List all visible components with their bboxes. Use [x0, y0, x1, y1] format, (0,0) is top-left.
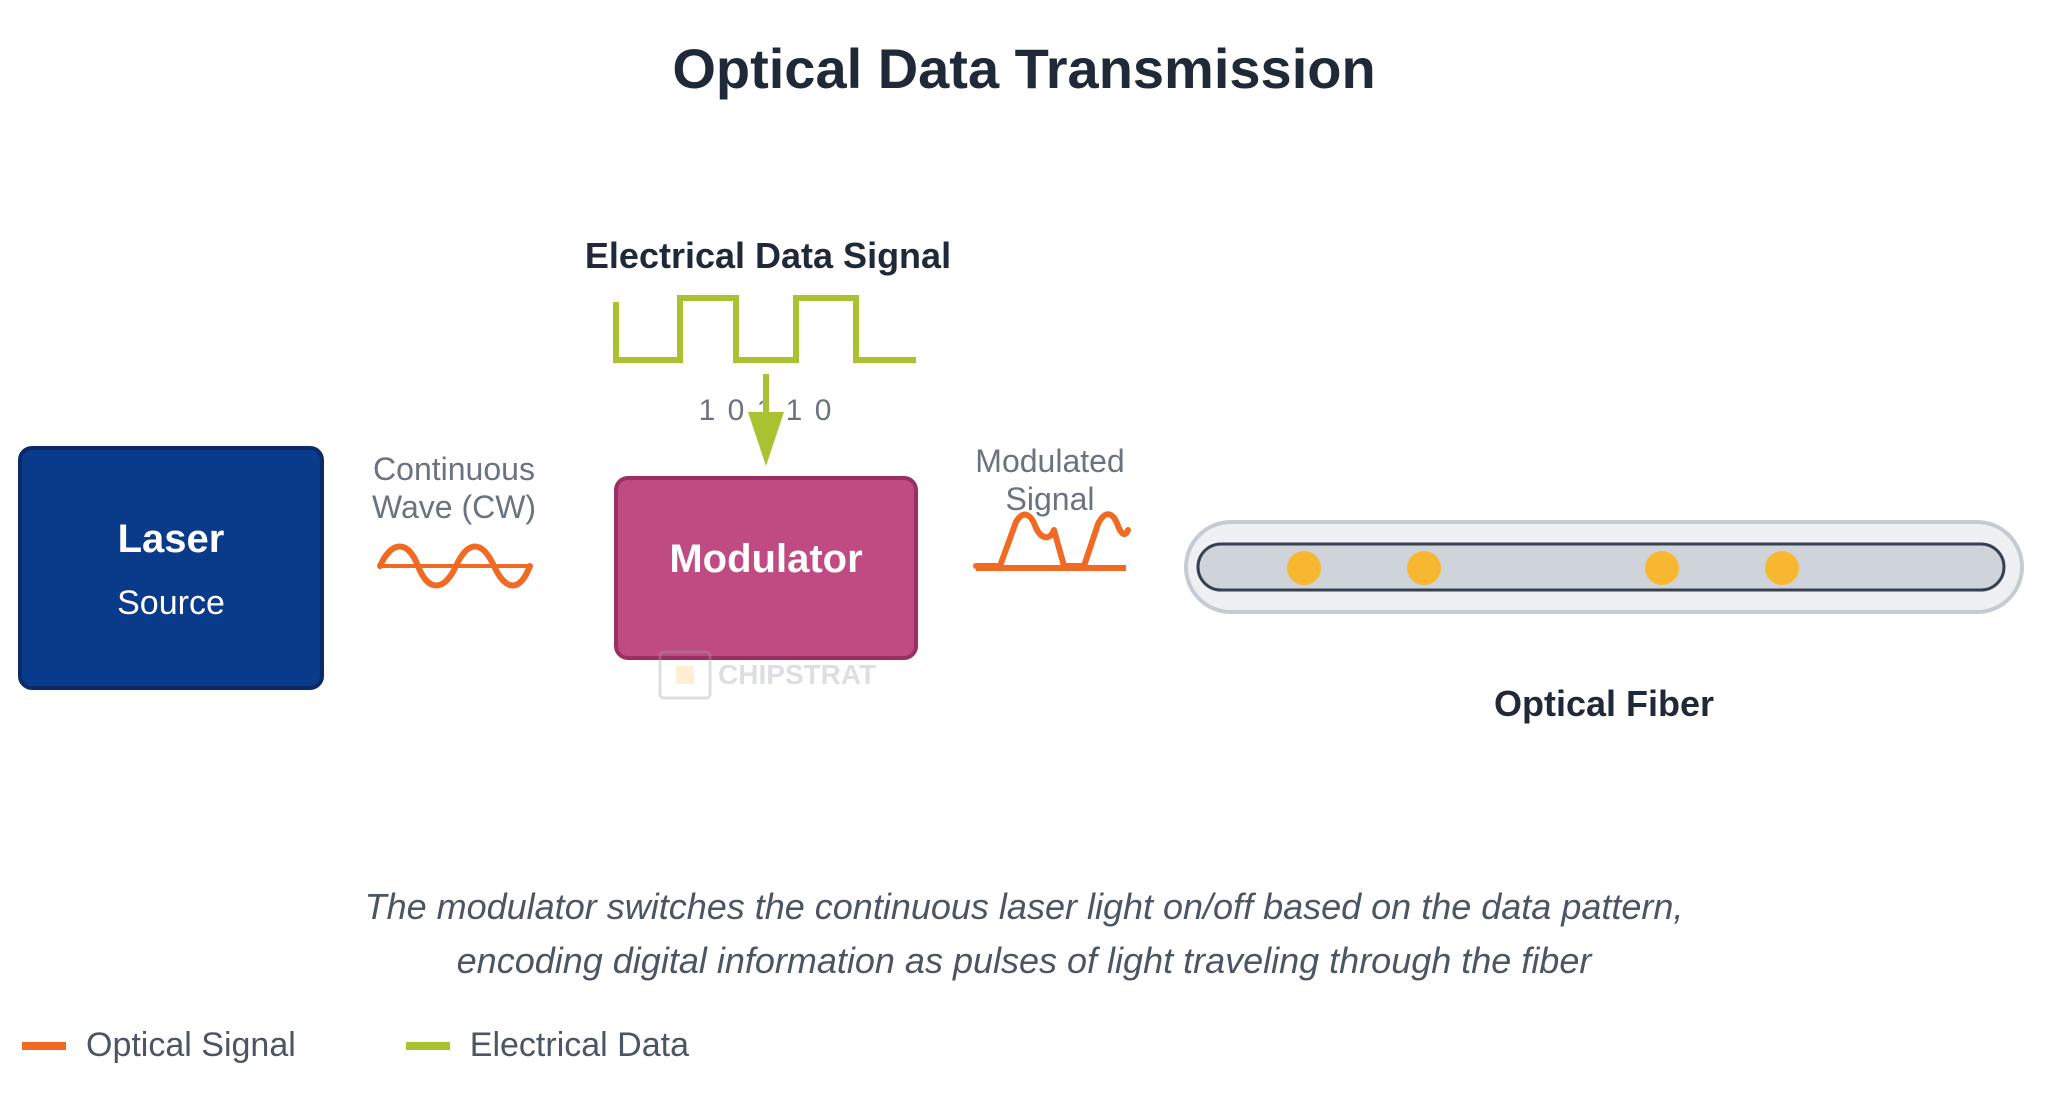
caption-line2: encoding digital information as pulses o…	[456, 940, 1592, 981]
optical-fiber: Optical Fiber	[1184, 520, 2024, 724]
legend-label-optical: Optical Signal	[86, 1026, 296, 1064]
square-wave	[613, 295, 916, 363]
legend: Optical Signal Electrical Data	[22, 1026, 689, 1065]
caption: The modulator switches the continuous la…	[0, 880, 2048, 988]
laser-source-box	[18, 446, 324, 690]
light-pulse	[1407, 551, 1441, 585]
legend-swatch-electrical	[405, 1041, 450, 1050]
electrical-signal-label: Electrical Data Signal	[585, 235, 951, 276]
legend-item-optical: Optical Signal	[22, 1026, 296, 1065]
laser-subtitle: Source	[117, 584, 225, 622]
cw-label-line2: Wave (CW)	[372, 489, 536, 525]
watermark-text: CHIPSTRAT	[718, 659, 876, 690]
modulated-signal: Modulated Signal	[973, 443, 1131, 571]
watermark-chip-icon	[658, 650, 712, 700]
legend-item-electrical: Electrical Data	[405, 1026, 689, 1065]
modulator-box	[614, 476, 918, 660]
continuous-wave: Continuous Wave (CW)	[372, 451, 536, 589]
cw-label-line1: Continuous	[373, 451, 535, 487]
modulated-label-line2: Signal	[1006, 481, 1095, 517]
data-arrow-head	[748, 412, 784, 466]
modulator-title: Modulator	[669, 537, 862, 581]
modulator-node: Modulator	[614, 476, 918, 660]
legend-swatch-optical	[22, 1041, 66, 1050]
light-pulse	[1287, 551, 1321, 585]
fiber-label: Optical Fiber	[1494, 683, 1714, 724]
light-pulse	[1765, 551, 1799, 585]
fiber-core	[1196, 542, 2006, 592]
page-title: Optical Data Transmission	[672, 37, 1376, 100]
light-pulse	[1645, 551, 1679, 585]
electrical-data-signal: Electrical Data Signal 1 0 1 1 0	[585, 235, 951, 466]
laser-source-node: Laser Source	[18, 446, 324, 690]
legend-label-electrical: Electrical Data	[469, 1026, 689, 1064]
modulated-label-line1: Modulated	[975, 443, 1124, 479]
caption-line1: The modulator switches the continuous la…	[364, 886, 1684, 927]
laser-title: Laser	[118, 517, 225, 561]
watermark: CHIPSTRAT	[658, 650, 876, 700]
modulated-waveform	[973, 511, 1131, 569]
